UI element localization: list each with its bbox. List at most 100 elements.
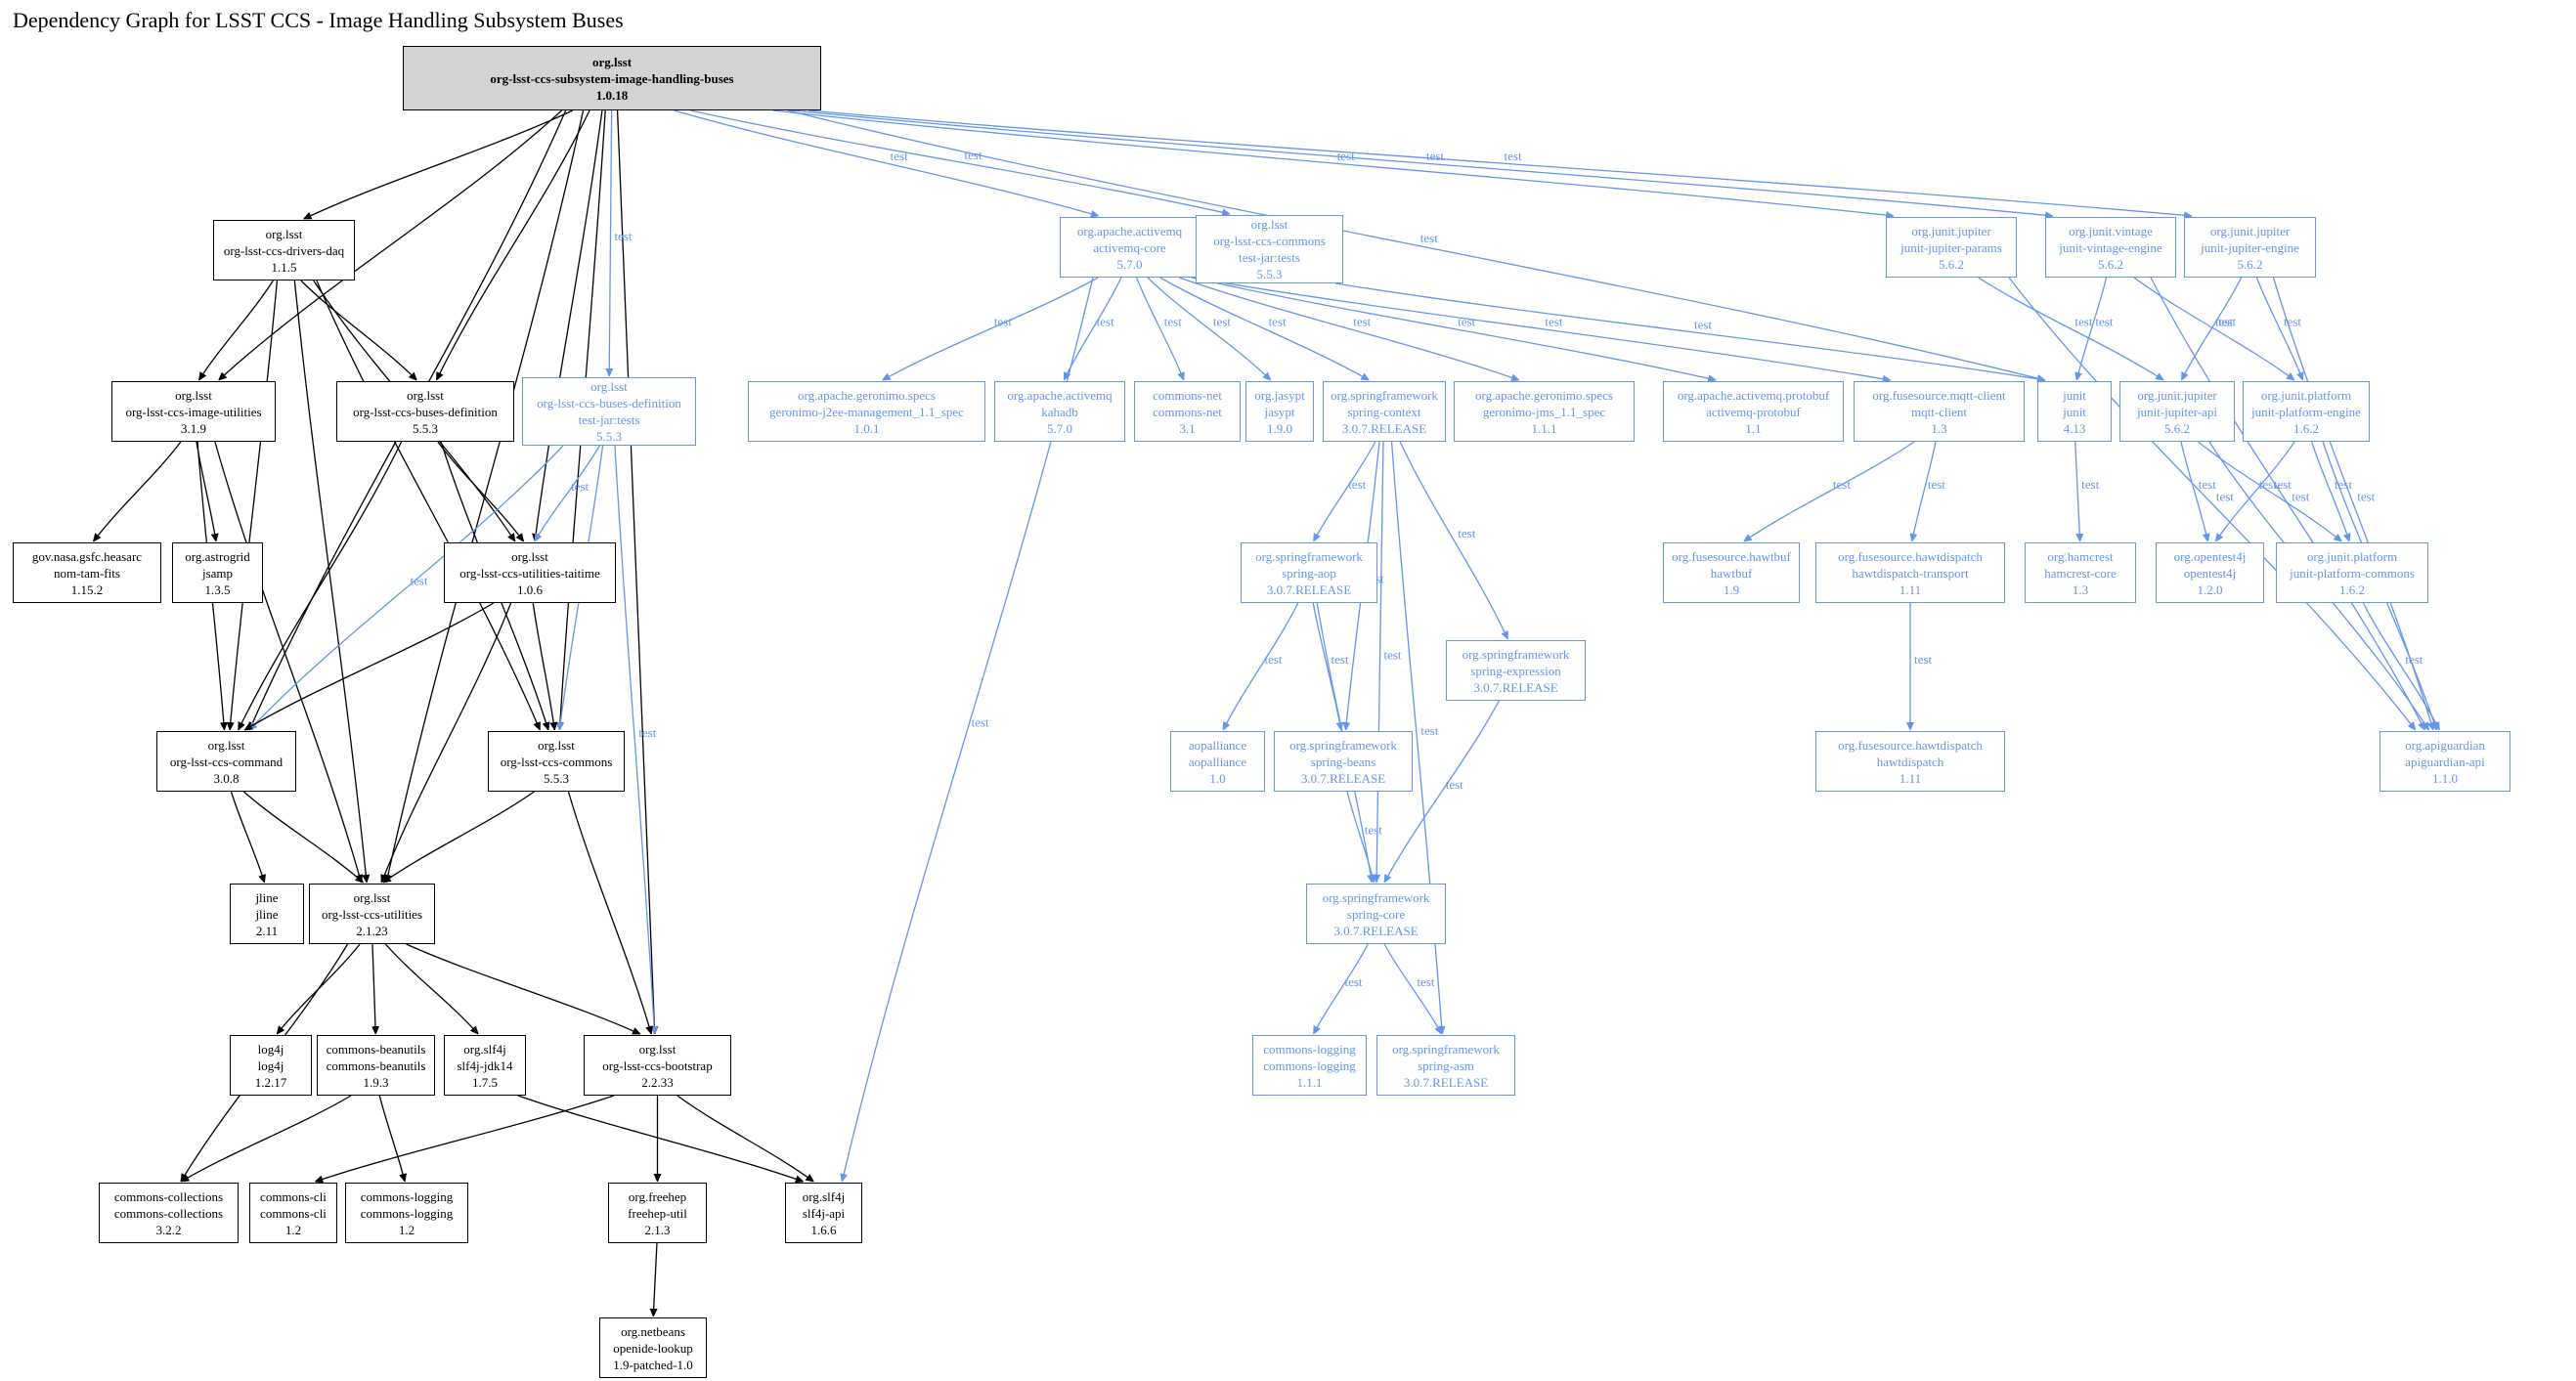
edge-ccs-utilities--slf4j-jdk14 [384,943,478,1034]
node-label-line: 3.1 [1179,420,1196,436]
edge-image-utilities--ccs-utilities [214,441,362,883]
edge-root--junit-vintage-engine [791,109,2053,216]
node-label-line: 1.15.2 [70,582,104,597]
edge-scope-label: test [411,574,428,588]
node-label-line: apiguardian-api [2405,754,2485,769]
node-label-line: org.apache.activemq [1007,387,1113,403]
node-label-line: jline [255,906,279,922]
node-label-line: org-lsst-ccs-buses-definition [537,396,681,410]
edge-scope-label: test [1505,149,1522,163]
edge-scope-label: test [964,148,982,162]
edge-utilities-taitime--ccs-commons [532,602,554,730]
node-label-line: 5.6.2 [2237,256,2263,272]
node-label-line: org.apache.geronimo.specs [798,387,936,403]
node-label-line: geronimo-jms_1.1_spec [1482,404,1606,419]
edge-junit-vintage-engine--junit-platform-engine [2133,277,2294,380]
edge-root--activemq-core [674,109,1099,216]
edge-commons-beanutils--commons-collections [181,1095,352,1183]
node-label-line: 1.0.18 [595,87,629,103]
node-label-line: org.fusesource.mqtt-client [1872,387,2006,403]
node-label-line: hawtdispatch [1876,754,1944,769]
node-label-line: 5.5.3 [413,420,438,436]
node-label-line: org.springframework [1289,737,1397,753]
node-label-line: org.lsst [591,54,633,69]
node-label-line: 2.2.33 [641,1074,674,1090]
edge-activemq-core--spring-context [1159,277,1370,381]
node-label-line: junit-jupiter-engine [2201,239,2299,255]
node-label-line: org.springframework [1255,548,1363,564]
node-label-line: org.apache.activemq.protobuf [1677,387,1830,403]
node-label-line: 3.0.7.RELEASE [1266,582,1352,597]
edge-spring-beans--spring-core [1346,791,1374,883]
edge-root--ccs-bootstrap [616,109,655,1034]
node-label-line: org-lsst-ccs-commons [500,754,613,769]
node-label-line: org.lsst [265,226,303,241]
edge-activemq-core--mqtt-client [1191,277,1891,380]
node-label-line: jsamp [201,565,234,581]
node-label-line: 1.3.5 [204,582,231,597]
node-label-line: org.jasypt [1254,387,1305,403]
node-label-line: org.lsst [353,889,391,905]
edge-scope-label: test [2074,315,2092,329]
node-label-line: org.lsst [590,379,628,394]
node-label-line: 1.7.5 [472,1074,498,1090]
edge-junit-platform-engine--junit-platform-commons [2311,441,2350,541]
node-label-line: spring-aop [1282,565,1336,581]
node-label-line: org.springframework [1462,646,1570,662]
node-label-line: 3.0.7.RELEASE [1333,923,1419,938]
node-label-line: org-lsst-ccs-command [169,754,284,769]
edge-spring-context--spring-asm [1390,441,1443,1034]
node-label-line: hawtdispatch-transport [1852,565,1969,581]
edge-scope-label: test [2081,477,2099,492]
node-label-line: 1.1.0 [2432,770,2458,786]
edge-mqtt-client--hawtbuf [1744,441,1915,541]
node-label-line: 3.2.2 [155,1222,182,1237]
node-label-line: 1.9.0 [1267,420,1292,436]
node-label-line: 3.0.7.RELEASE [1300,770,1386,786]
edge-slf4j-jdk14--slf4j-api [517,1095,804,1182]
node-label-line: org.springframework [1331,387,1438,403]
edge-buses-definition--utilities-taitime [437,441,524,541]
node-label-line: org.netbeans [621,1323,685,1339]
edge-buses-definition-tests--ccs-bootstrap [614,445,655,1034]
node-label-line: log4j [257,1057,284,1073]
edge-scope-label: test [2357,490,2375,504]
node-label-line: junit-jupiter-params [1900,239,2002,255]
node-label-line: hamcrest-core [2044,565,2117,581]
edge-ccs-command--jline [230,791,264,883]
edge-buses-definition-tests--ccs-command [249,445,564,730]
node-label-line: commons-logging [360,1188,454,1204]
node-label-line: freehep-util [628,1205,687,1221]
node-label-line: hawtbuf [1710,565,1753,581]
node-label-line: org.slf4j [802,1188,846,1204]
node-label-line: org.lsst [511,548,548,564]
node-label-line: slf4j-jdk14 [457,1057,513,1073]
node-label-line: 5.7.0 [1047,420,1072,436]
node-label-line: 1.11 [1899,582,1922,597]
node-label-line: 1.0 [1209,770,1226,786]
node-label-line: 1.9 [1723,582,1740,597]
node-label-line: spring-expression [1470,663,1561,678]
edge-ccs-bootstrap--commons-cli [315,1095,615,1182]
edge-drivers-daq--ccs-utilities [293,280,367,883]
edge-ccs-commons-tests--junit [1334,282,2045,380]
node-label-line: 1.1.5 [271,259,297,275]
edge-junit-jupiter-engine--junit-platform-engine [2255,277,2302,380]
node-label-line: org.freehep [628,1188,687,1204]
edge-junit-jupiter-params--junit-jupiter-api [1978,277,2163,381]
edge-scope-label: test [2274,477,2292,492]
